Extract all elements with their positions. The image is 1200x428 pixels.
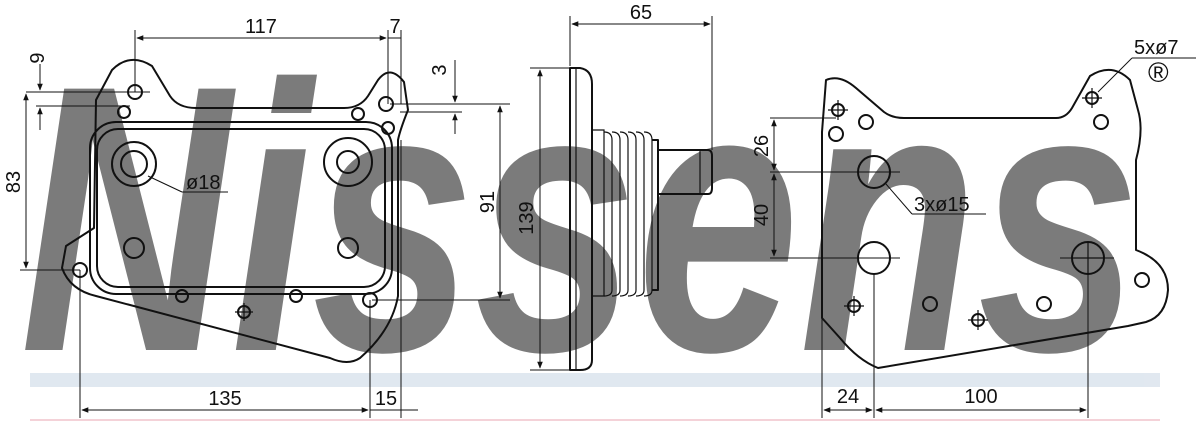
dim-upper-gap: 26 [751,135,773,157]
front-view: 117 7 9 3 83 91 135 15 ø18 [3,16,510,418]
dim-flange-height: 139 [516,201,538,234]
hole [1093,114,1109,130]
dim-bottom-span: 135 [208,388,241,410]
dim-top-span: 117 [245,16,277,38]
dim-port-spacing: 40 [751,204,773,226]
callout-port: ø18 [186,172,220,194]
hole [381,121,395,135]
registered-mark: ® [1148,57,1169,88]
callout-mount-holes: 5xø7 [1134,37,1178,59]
dim-core-height: 91 [477,191,499,213]
fin-stack [592,129,659,297]
hole [858,114,874,130]
port-inner [120,150,148,178]
hole [337,237,359,259]
dim-top-offset: 7 [389,16,400,38]
callout-ports: 3xø15 [914,194,970,216]
hole [123,237,145,259]
dim-left-offset: 24 [837,386,859,408]
hole [1134,272,1150,288]
flange [569,67,593,371]
outlet-pipe [658,149,713,195]
dim-hole-spacing: 100 [964,386,997,408]
watermark-text: Nissens [20,6,1140,423]
brand-watermark: Nissens [20,6,1160,428]
dim-right-gap: 3 [429,64,451,75]
dim-bottom-offset: 15 [375,388,397,410]
hole [922,296,938,312]
core-inner [96,128,386,288]
port-right-inner [336,150,360,174]
hole [289,289,303,303]
dim-height: 83 [3,171,25,193]
hole [351,107,365,121]
core-outer [89,121,393,295]
dim-depth: 65 [630,2,652,24]
hole [175,289,189,303]
hole [828,126,844,142]
side-view: 65 139 [516,2,713,371]
port-outer [111,141,157,187]
dim-left-gap: 9 [27,52,49,63]
port-right-outer [323,137,373,187]
back-outline [821,69,1169,369]
hole [1036,296,1052,312]
back-view: 26 40 24 100 5xø7 3xø15 [751,37,1196,418]
watermark-underline [30,373,1160,387]
